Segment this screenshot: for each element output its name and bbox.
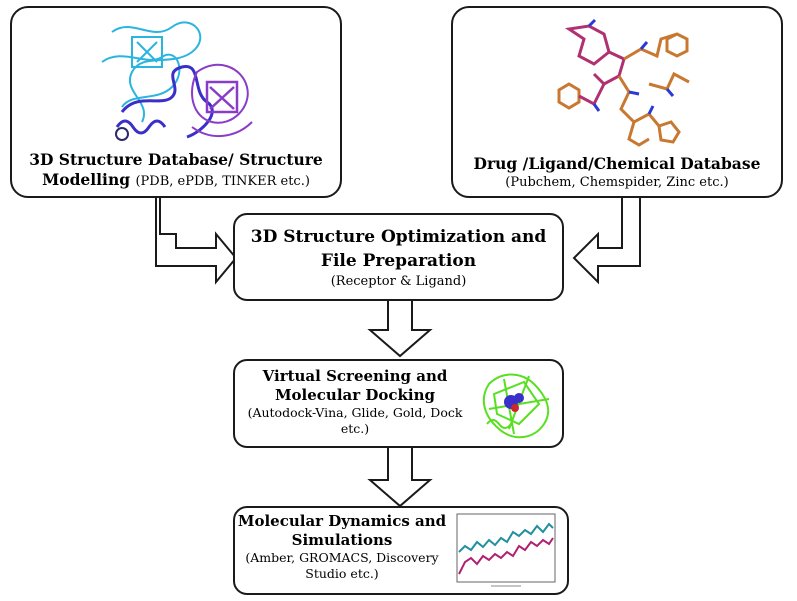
md-subtitle-2: Studio etc.) xyxy=(305,566,379,581)
arrow-ligand-to-optimization xyxy=(572,195,641,285)
structure-database-title: 3D Structure Database/ Structure xyxy=(29,150,323,169)
docking-subtitle-2: etc.) xyxy=(340,421,370,436)
structure-database-box: 3D Structure Database/ Structure Modelli… xyxy=(10,6,342,198)
ligand-structure-image xyxy=(557,18,690,147)
md-plot-image xyxy=(456,513,556,587)
optimization-box: 3D Structure Optimization and File Prepa… xyxy=(233,213,564,301)
md-title: Molecular Dynamics and xyxy=(237,512,447,530)
arrow-optimization-to-docking xyxy=(367,299,433,358)
arrow-structure-to-optimization xyxy=(155,195,238,285)
structure-database-subtitle: (PDB, ePDB, TINKER etc.) xyxy=(135,174,310,189)
docking-box: Virtual Screening and Molecular Docking … xyxy=(233,359,564,448)
docking-complex-image xyxy=(482,373,550,439)
docking-subtitle: (Autodock-Vina, Glide, Gold, Dock xyxy=(247,405,463,420)
arrow-docking-to-md xyxy=(367,445,433,508)
md-box: Molecular Dynamics and Simulations (Ambe… xyxy=(233,506,569,595)
ligand-database-subtitle: (Pubchem, Chemspider, Zinc etc.) xyxy=(505,175,729,190)
docking-title-2: Molecular Docking xyxy=(274,386,436,404)
optimization-title: 3D Structure Optimization and xyxy=(250,227,547,247)
md-subtitle: (Amber, GROMACS, Discovery xyxy=(245,550,439,565)
ligand-database-box: Drug /Ligand/Chemical Database (Pubchem,… xyxy=(451,6,783,198)
protein-structure-image xyxy=(101,21,253,141)
structure-database-title-2: Modelling xyxy=(42,170,131,189)
optimization-title-2: File Preparation xyxy=(320,251,477,271)
optimization-subtitle: (Receptor & Ligand) xyxy=(330,274,467,289)
docking-title: Virtual Screening and xyxy=(262,367,448,385)
ligand-database-title: Drug /Ligand/Chemical Database xyxy=(473,154,761,173)
md-title-2: Simulations xyxy=(291,531,393,549)
